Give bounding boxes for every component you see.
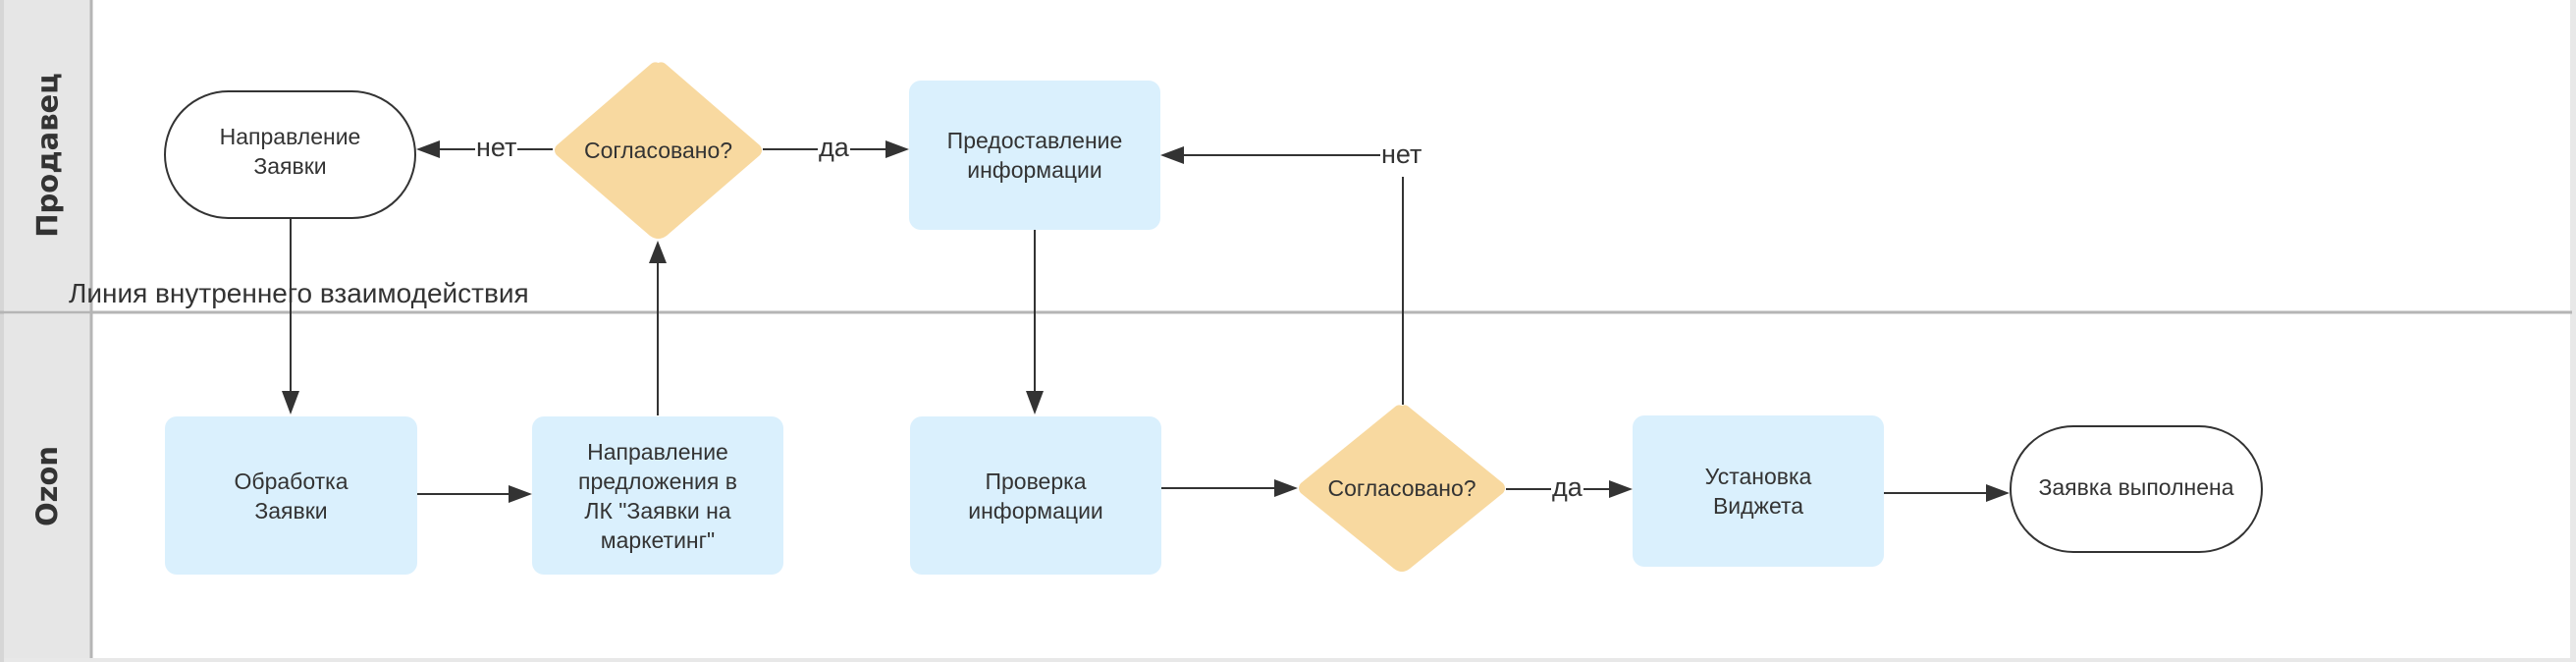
edge-n5-n2 bbox=[649, 241, 667, 415]
edge-n6-n7 bbox=[1161, 479, 1298, 497]
arrowhead bbox=[1986, 484, 2010, 502]
node-decision-approved-ozon[interactable]: Согласовано? bbox=[1297, 404, 1507, 573]
edge-n3-n6 bbox=[1026, 230, 1044, 414]
node-provide-information[interactable]: Предоставление информации bbox=[909, 81, 1160, 230]
arrowhead bbox=[886, 140, 909, 158]
right-border bbox=[2570, 0, 2576, 662]
node-check-information[interactable]: Проверка информации bbox=[910, 416, 1161, 575]
node-text-line: Направление bbox=[587, 438, 728, 465]
interaction-line-label: Линия внутреннего взаимодействия bbox=[69, 278, 529, 308]
arrowhead bbox=[1026, 391, 1044, 414]
node-decision-approved-seller[interactable]: Согласовано? bbox=[553, 61, 764, 240]
edge-label-no: нет bbox=[475, 133, 518, 162]
arrowhead bbox=[1274, 479, 1298, 497]
node-text-line: Установка bbox=[1704, 464, 1812, 489]
arrowhead bbox=[416, 140, 440, 158]
node-send-offer[interactable]: Направление предложения в ЛК "Заявки на … bbox=[532, 416, 783, 575]
node-text-line: Виджета bbox=[1712, 493, 1804, 519]
edge-n4-n5 bbox=[417, 485, 532, 503]
node-text: Согласовано? bbox=[583, 138, 733, 163]
node-text-line: информации bbox=[968, 497, 1103, 524]
edge-n7-n3 bbox=[1160, 146, 1404, 405]
node-text-line: Направление bbox=[219, 123, 361, 149]
node-text-line: Обработка bbox=[234, 468, 349, 494]
node-request-completed[interactable]: Заявка выполнена bbox=[2010, 425, 2263, 553]
node-text: Заявка выполнена bbox=[2038, 474, 2234, 500]
node-text-line: Проверка bbox=[985, 468, 1087, 494]
lane-header-seller bbox=[4, 0, 91, 310]
node-text-line: ЛК "Заявки на bbox=[584, 497, 731, 524]
diamond-shape bbox=[1299, 405, 1505, 572]
left-border bbox=[0, 0, 4, 662]
node-text-line: предложения в bbox=[578, 468, 737, 494]
node-text-line: информации bbox=[967, 157, 1102, 183]
arrowhead bbox=[282, 391, 299, 414]
edge-n1-n4 bbox=[282, 218, 299, 414]
node-text: Согласовано? bbox=[1327, 475, 1476, 501]
lane-header-ozon bbox=[4, 314, 91, 658]
bottom-border bbox=[0, 658, 2576, 662]
node-text-line: Заявки bbox=[254, 497, 328, 524]
arrowhead bbox=[1160, 146, 1184, 164]
node-process-request[interactable]: Обработка Заявки bbox=[165, 416, 417, 575]
arrowhead bbox=[1609, 480, 1633, 498]
edge-label-yes: да bbox=[1551, 472, 1583, 502]
node-text-line: маркетинг" bbox=[600, 526, 716, 553]
node-text-line: Заявки bbox=[253, 152, 327, 179]
node-text-line: Предоставление bbox=[946, 128, 1123, 153]
node-submit-request[interactable]: Направление Заявки bbox=[164, 90, 416, 219]
node-install-widget[interactable]: Установка Виджета bbox=[1633, 415, 1884, 567]
edge-label-yes: да bbox=[818, 133, 850, 162]
diamond-shape bbox=[555, 62, 762, 240]
edge-n8-n9 bbox=[1884, 484, 2010, 502]
arrowhead bbox=[509, 485, 532, 503]
edge-label-no: нет bbox=[1380, 139, 1423, 169]
arrowhead bbox=[649, 241, 667, 263]
